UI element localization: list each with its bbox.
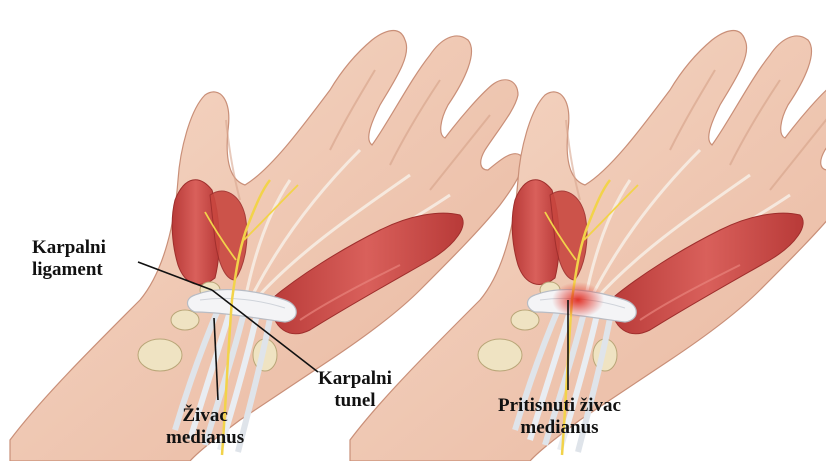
label-carpal-ligament: Karpalni ligament bbox=[32, 237, 106, 281]
label-median-nerve-line2: medianus bbox=[166, 427, 244, 449]
label-median-nerve: Živac medianus bbox=[166, 405, 244, 449]
label-carpal-tunnel-line1: Karpalni bbox=[318, 368, 392, 390]
label-compressed-median-nerve: Pritisnuti živac medianus bbox=[498, 395, 621, 439]
label-carpal-ligament-line2: ligament bbox=[32, 259, 106, 281]
label-carpal-ligament-line1: Karpalni bbox=[32, 237, 106, 259]
label-compressed-nerve-line1: Pritisnuti živac bbox=[498, 395, 621, 417]
label-carpal-tunnel: Karpalni tunel bbox=[318, 368, 392, 412]
label-median-nerve-line1: Živac bbox=[166, 405, 244, 427]
compressed-nerve-highlight bbox=[552, 282, 604, 318]
label-compressed-nerve-line2: medianus bbox=[498, 417, 621, 439]
label-carpal-tunnel-line2: tunel bbox=[318, 390, 392, 412]
